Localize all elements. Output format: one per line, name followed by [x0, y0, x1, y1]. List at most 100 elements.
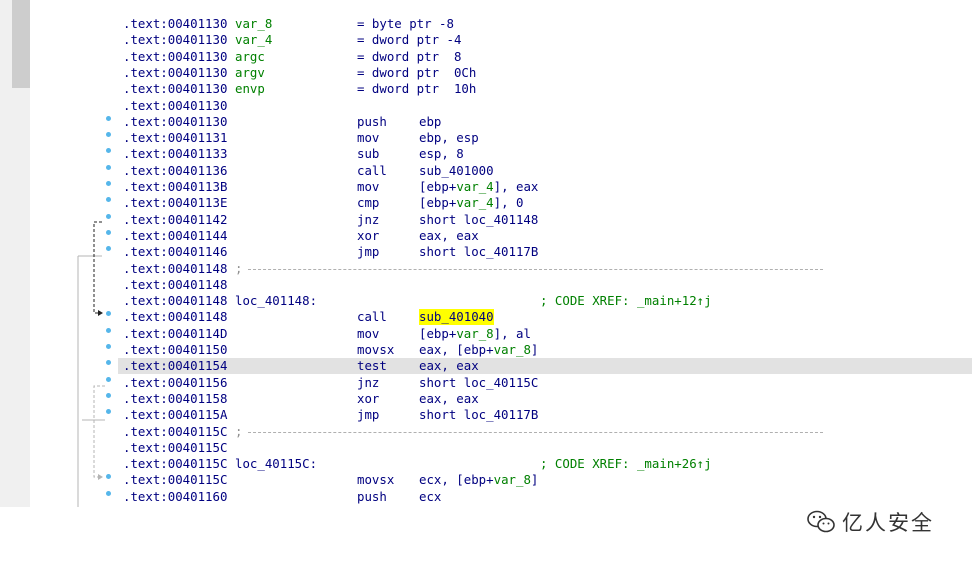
mnemonic[interactable]: cmp: [357, 195, 380, 211]
line-address[interactable]: .text:00401150: [123, 342, 228, 357]
line-address[interactable]: .text:00401154: [123, 358, 228, 374]
mnemonic[interactable]: sub: [357, 146, 380, 162]
operand[interactable]: [ebp+var_4], 0: [419, 195, 523, 211]
mnemonic[interactable]: call: [357, 162, 387, 178]
line-address[interactable]: .text:00401130: [123, 16, 228, 31]
mnemonic[interactable]: xor: [357, 227, 380, 243]
listing-line[interactable]: .text:00401148;: [118, 261, 972, 277]
code-xref-comment[interactable]: ; CODE XREF: _main+26↑j: [540, 456, 712, 472]
line-address[interactable]: .text:0040115C: [123, 456, 228, 472]
listing-line[interactable]: .text:00401160 push ecx: [118, 489, 972, 505]
line-address[interactable]: .text:00401148: [123, 309, 228, 325]
line-address[interactable]: .text:00401156: [123, 374, 228, 390]
mnemonic[interactable]: mov: [357, 179, 380, 194]
line-address[interactable]: .text:00401131: [123, 130, 228, 146]
line-address[interactable]: .text:00401146: [123, 244, 228, 260]
operand[interactable]: sub_401000: [419, 162, 494, 178]
line-address[interactable]: .text:0040114D: [123, 325, 228, 341]
line-address[interactable]: .text:00401148: [123, 260, 228, 276]
vertical-scrollbar[interactable]: [0, 0, 30, 507]
listing-line[interactable]: .text:00401133 sub esp, 8: [118, 146, 972, 162]
listing-line[interactable]: .text:00401148: [118, 277, 972, 293]
line-address[interactable]: .text:0040113B: [123, 179, 228, 194]
stack-var-name[interactable]: var_8: [235, 16, 273, 31]
mnemonic[interactable]: jnz: [357, 211, 380, 227]
listing-line[interactable]: .text:0040114D mov [ebp+var_8], al: [118, 326, 972, 342]
mnemonic[interactable]: xor: [357, 390, 380, 406]
line-address[interactable]: .text:00401148: [123, 276, 228, 292]
line-address[interactable]: .text:00401130: [123, 32, 228, 48]
operand[interactable]: sub_401040: [419, 309, 494, 326]
listing-line[interactable]: .text:0040115C: [118, 440, 972, 456]
line-address[interactable]: .text:00401142: [123, 211, 228, 227]
listing-line[interactable]: .text:00401131 mov ebp, esp: [118, 130, 972, 146]
operand[interactable]: ebp, esp: [419, 130, 479, 146]
operand[interactable]: ebp: [419, 113, 442, 129]
line-address[interactable]: .text:00401136: [123, 162, 228, 178]
operand[interactable]: [ebp+var_8], al: [419, 326, 531, 342]
operand[interactable]: eax, eax: [419, 227, 479, 243]
stack-var-name[interactable]: argc: [235, 48, 265, 64]
operand[interactable]: eax, eax: [419, 358, 479, 374]
operand-var-ref[interactable]: var_8: [493, 472, 531, 488]
operand[interactable]: esp, 8: [419, 146, 464, 162]
mnemonic[interactable]: jnz: [357, 374, 380, 390]
operand-var-ref[interactable]: var_4: [456, 195, 494, 211]
line-address[interactable]: .text:00401130: [123, 64, 228, 80]
listing-line[interactable]: .text:0040115C loc_40115C: ; CODE XREF: _m…: [118, 456, 972, 472]
line-address[interactable]: .text:00401160: [123, 488, 228, 504]
operand[interactable]: [ebp+var_4], eax: [419, 179, 538, 195]
operand-var-ref[interactable]: var_8: [456, 325, 494, 341]
stack-var-name[interactable]: var_4: [235, 32, 273, 48]
operand[interactable]: short loc_40115C: [419, 374, 539, 390]
operand-var-ref[interactable]: var_4: [456, 179, 494, 194]
mnemonic[interactable]: movsx: [357, 342, 395, 357]
scrollbar-thumb[interactable]: [12, 0, 30, 88]
listing-line[interactable]: .text:00401150 movsx eax, [ebp+var_8]: [118, 342, 972, 358]
listing-line[interactable]: .text:0040113E cmp [ebp+var_4], 0: [118, 195, 972, 211]
listing-line[interactable]: .text:0040115A jmp short loc_40117B: [118, 407, 972, 423]
line-address[interactable]: .text:00401148: [123, 293, 228, 309]
mnemonic[interactable]: mov: [357, 130, 380, 146]
listing-line[interactable]: .text:00401136 call sub_401000: [118, 163, 972, 179]
line-address[interactable]: .text:00401144: [123, 227, 228, 243]
listing-line[interactable]: .text:0040113B mov [ebp+var_4], eax: [118, 179, 972, 195]
line-address[interactable]: .text:00401130: [123, 81, 228, 97]
line-address[interactable]: .text:0040115C: [123, 439, 228, 455]
code-label[interactable]: loc_40115C:: [235, 456, 318, 472]
operand[interactable]: ecx: [419, 488, 442, 504]
line-address[interactable]: .text:0040115C: [123, 423, 228, 439]
line-address[interactable]: .text:00401158: [123, 390, 228, 406]
operand[interactable]: eax, [ebp+var_8]: [419, 342, 538, 358]
listing-line[interactable]: .text:00401156 jnz short loc_40115C: [118, 375, 972, 391]
stack-var-name[interactable]: argv: [235, 64, 265, 80]
operand[interactable]: short loc_40117B: [419, 407, 539, 423]
mnemonic[interactable]: mov: [357, 325, 380, 341]
mnemonic[interactable]: push: [357, 488, 387, 504]
operand-var-ref[interactable]: var_8: [493, 342, 531, 357]
stack-var-name[interactable]: envp: [235, 81, 265, 97]
operand[interactable]: ecx, [ebp+var_8]: [419, 472, 538, 488]
mnemonic[interactable]: jmp: [357, 407, 380, 423]
line-address[interactable]: .text:00401130: [123, 97, 228, 113]
listing-line[interactable]: .text:00401154 test eax, eax: [118, 358, 972, 375]
line-address[interactable]: .text:0040113E: [123, 195, 228, 211]
mnemonic[interactable]: test: [357, 358, 387, 374]
mnemonic[interactable]: push: [357, 113, 387, 129]
line-address[interactable]: .text:0040115A: [123, 407, 228, 423]
operand[interactable]: short loc_40117B: [419, 244, 539, 260]
line-address[interactable]: .text:00401130: [123, 48, 228, 64]
line-address[interactable]: .text:00401133: [123, 146, 228, 162]
listing-line[interactable]: .text:0040115C;: [118, 424, 972, 440]
